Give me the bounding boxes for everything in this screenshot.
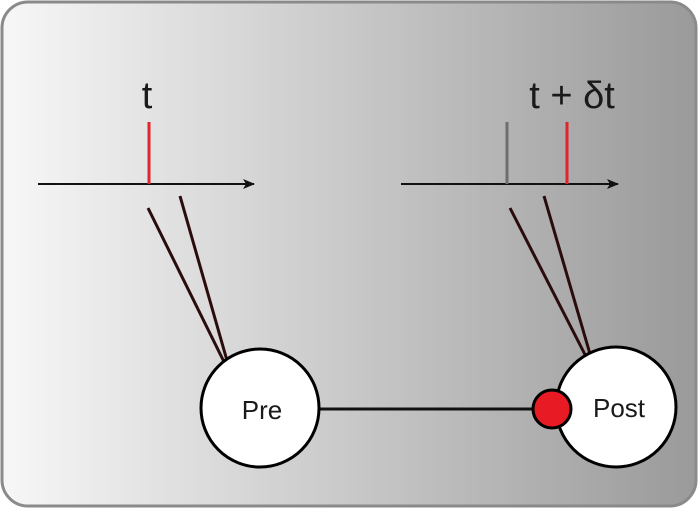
pre-time-panel: t (38, 75, 255, 189)
synapse-dot (531, 388, 573, 430)
pre-electrode (146, 195, 234, 379)
pre-electrode-wire-left (146, 207, 234, 379)
pre-time-label: t (142, 75, 153, 117)
post-neuron-label: Post (593, 393, 646, 423)
post-neuron: Post (554, 345, 678, 469)
pre-neuron-label: Pre (242, 395, 282, 425)
pre-neuron-body (199, 347, 321, 469)
post-electrode (508, 195, 599, 379)
pre-electrode-wire-right (178, 195, 234, 379)
post-electrode-wire-right (542, 195, 599, 379)
pre-neuron: Pre (199, 347, 321, 469)
post-electrode-wire-left (508, 207, 599, 379)
post-time-label: t + δt (529, 75, 615, 117)
post-time-panel: t + δt (401, 75, 619, 189)
